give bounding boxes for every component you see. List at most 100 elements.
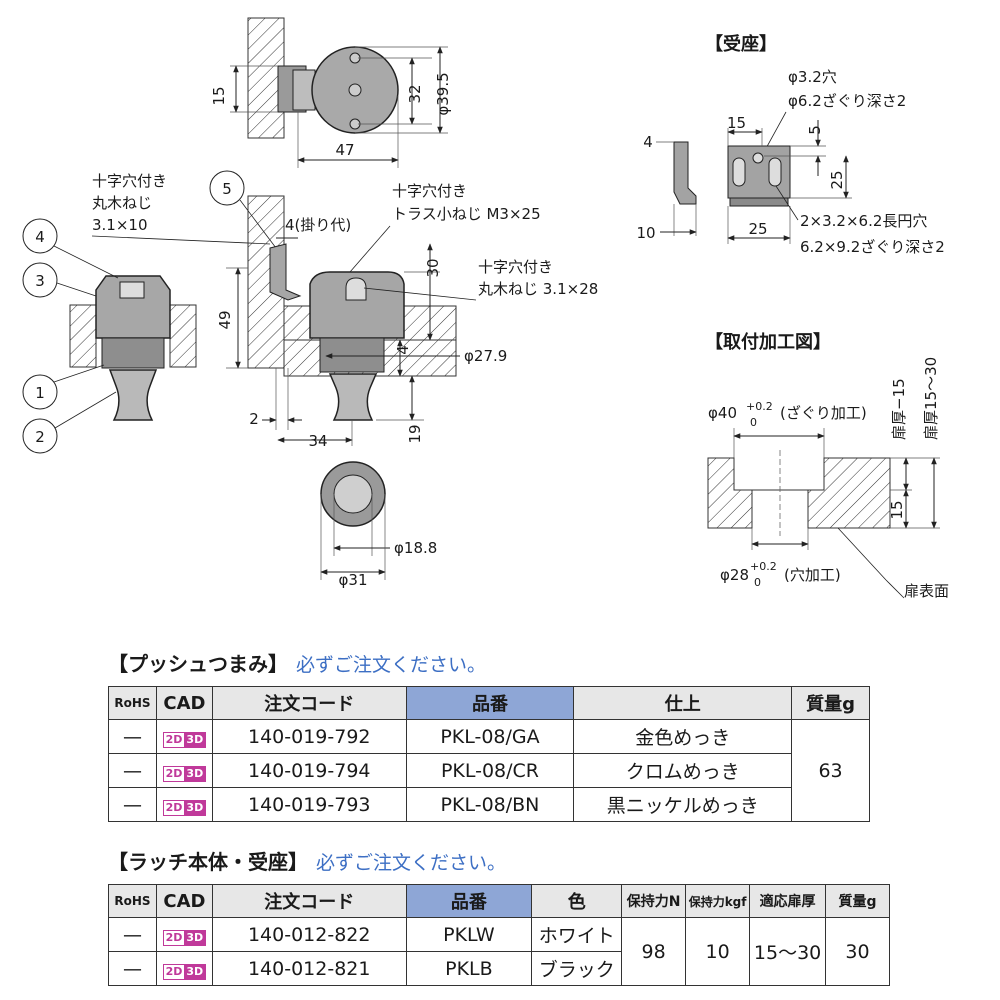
finish-cell: クロムめっき	[573, 753, 793, 788]
svg-text:2: 2	[35, 428, 45, 446]
order-code-cell: 140-019-792	[211, 719, 407, 754]
col-part-number: 品番	[405, 686, 575, 720]
dim-47: 47	[335, 141, 354, 159]
order-code-cell: 140-012-821	[211, 951, 407, 986]
col-holding-kgf: 保持力kgf	[685, 884, 751, 918]
latch-body-order-note: 必ずご注文ください。	[316, 852, 507, 874]
dim-31: φ31	[339, 571, 368, 589]
truss-screw-line2: トラス小ねじ M3×25	[392, 205, 541, 223]
push-knob-title: 【プッシュつまみ】	[108, 652, 288, 676]
receiver-dim-25-v: 25	[828, 170, 846, 189]
part-number-cell: PKLW	[405, 917, 533, 952]
wood-screw-10-line2: 丸木ねじ	[92, 194, 152, 212]
push-knob-order-note: 必ずご注文ください。	[296, 654, 487, 676]
dim-4: 4	[394, 345, 412, 355]
holding-kgf-cell: 10	[685, 917, 751, 986]
dim-19: 19	[406, 424, 424, 443]
dim-15-top: 15	[210, 86, 228, 105]
mass-cell: 63	[791, 719, 870, 822]
dim-27-9: φ27.9	[464, 347, 507, 365]
latch-body-section-title: 【ラッチ本体・受座】必ずご注文ください。	[108, 846, 506, 875]
center-hole	[348, 83, 362, 97]
receiver-dim-25-h: 25	[748, 220, 767, 238]
order-code-cell: 140-019-794	[211, 753, 407, 788]
push-knob-side	[108, 369, 158, 421]
part-callout-3: 3	[22, 262, 97, 298]
latch-body-title: 【ラッチ本体・受座】	[108, 850, 308, 874]
part-number-cell: PKL-08/BN	[405, 787, 575, 822]
table-header-row: RoHS CAD 注文コード 品番 仕上 質量g	[108, 686, 870, 720]
rohs-cell: —	[108, 917, 157, 952]
wood-screw-28-line2: 丸木ねじ 3.1×28	[478, 280, 598, 298]
receiver-title: 【受座】	[705, 33, 777, 55]
receiver-dim-10: 10	[636, 224, 655, 242]
hook-allowance: 4(掛り代)	[285, 216, 351, 234]
latch-head	[119, 281, 145, 299]
svg-text:3: 3	[35, 272, 45, 290]
col-finish: 仕上	[573, 686, 793, 720]
receiver-dim-4: 4	[643, 133, 653, 151]
svg-text:1: 1	[35, 384, 45, 402]
col-rohs: RoHS	[108, 686, 157, 720]
hole-tol-upper: +0.2	[750, 560, 777, 573]
latch-housing	[95, 275, 171, 339]
order-code-cell: 140-019-793	[211, 787, 407, 822]
color-cell: ブラック	[531, 951, 623, 986]
col-part-number: 品番	[405, 884, 533, 918]
door-15-30: 扉厚15〜30	[922, 357, 940, 440]
svg-text:4: 4	[35, 228, 45, 246]
receiver-hole-note-1: φ3.2穴	[788, 68, 837, 86]
col-mass: 質量g	[825, 884, 890, 918]
installed-side-view: 5 十字穴付き トラス小ねじ M3×25 4(掛り代) 十字穴付き 丸木ねじ 3…	[209, 170, 598, 450]
hole-tol-lower: 0	[754, 576, 761, 589]
dim-18-8: φ18.8	[394, 539, 437, 557]
part-number-cell: PKLB	[405, 951, 533, 986]
col-cad: CAD	[155, 884, 213, 918]
finish-cell: 黒ニッケルめっき	[573, 787, 793, 822]
mount-dim-15: 15	[888, 500, 906, 519]
rohs-cell: —	[108, 787, 157, 822]
col-order-code: 注文コード	[211, 884, 407, 918]
push-knob-installed	[328, 373, 378, 421]
col-mass: 質量g	[791, 686, 870, 720]
receiver-slot-note-1: 2×3.2×6.2長円穴	[800, 212, 927, 230]
counterbore-tol-upper: +0.2	[746, 400, 773, 413]
col-order-code: 注文コード	[211, 686, 407, 720]
knob-bottom-view: φ18.8 φ31	[320, 461, 437, 589]
part-number-cell: PKL-08/GA	[405, 719, 575, 754]
latch-body-table: RoHS CAD 注文コード 品番 色 保持力N 保持力kgf 適応扉厚 質量g…	[108, 884, 890, 986]
counterbore-tol-lower: 0	[750, 416, 757, 429]
rohs-cell: —	[108, 951, 157, 986]
door-surface-label: 扉表面	[904, 582, 949, 600]
dim-30: 30	[424, 258, 442, 277]
counterbore-note: (ざぐり加工)	[780, 404, 867, 422]
holding-n-cell: 98	[621, 917, 687, 986]
part-number-cell: PKL-08/CR	[405, 753, 575, 788]
latch-housing-installed	[309, 271, 405, 339]
hole-dim-base: φ28	[720, 566, 749, 584]
truss-screw-line1: 十字穴付き	[392, 182, 467, 200]
dim-39-5: φ39.5	[434, 72, 452, 115]
wood-screw-28-line1: 十字穴付き	[478, 258, 553, 276]
wood-screw-10-line1: 十字穴付き	[92, 172, 167, 190]
receiver-bracket-side	[269, 243, 302, 301]
col-cad: CAD	[155, 686, 213, 720]
receiver-slot-note-2: 6.2×9.2ざぐり深さ2	[800, 238, 945, 256]
knob-section-view: 十字穴付き 丸木ねじ 3.1×10 4 3 1 2	[22, 172, 271, 454]
order-code-cell: 140-012-822	[211, 917, 407, 952]
